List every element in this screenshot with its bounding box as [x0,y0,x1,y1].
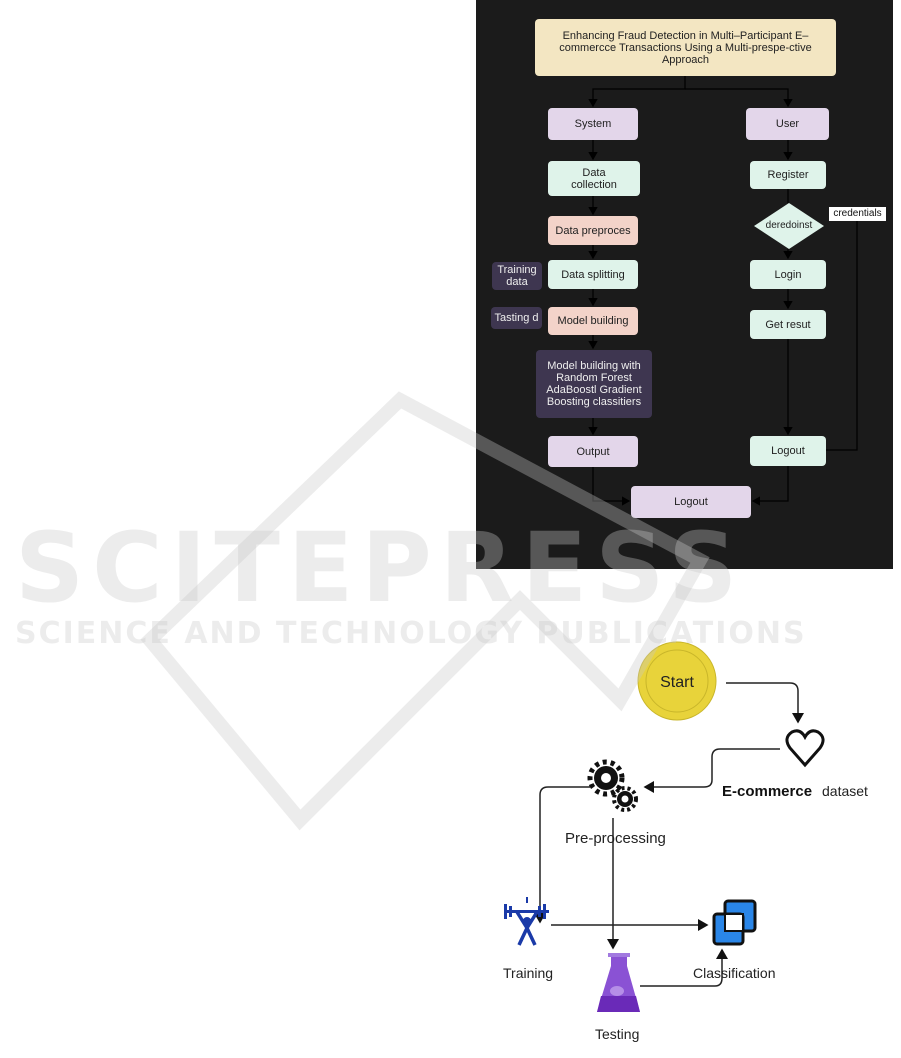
testing-label: Testing [595,1026,639,1042]
data-collection-node: Data collection [548,161,640,196]
start-node: Start [637,641,717,721]
register-node: Register [750,161,826,189]
user-node: User [746,108,829,140]
start-label: Start [660,674,694,691]
training-label: Training [503,965,553,981]
classification-label: Classification [693,965,775,981]
system-node: System [548,108,638,140]
training-data-note: Training data [492,262,542,290]
dataset-bold-label: E-commerce [722,783,812,800]
model-classifiers-node: Model building with Random Forest AdaBoo… [536,350,652,418]
final-logout-node: Logout [631,486,751,518]
flowchart-title: Enhancing Fraud Detection in Multi–Parti… [535,19,836,76]
credentials-label: credentials [829,207,886,221]
classification-icon [712,899,757,946]
decision-label: deredoinst [765,220,813,231]
get-result-node: Get resut [750,310,826,339]
decision-diamond [754,203,824,249]
testing-data-note: Tasting d [491,307,542,329]
weightlifter-icon [504,897,549,946]
login-node: Login [750,260,826,289]
flask-icon [597,953,640,1012]
data-splitting-node: Data splitting [548,260,638,289]
model-building-node: Model building [548,307,638,335]
data-preprocessing-node: Data preproces [548,216,638,245]
output-node: Output [548,436,638,467]
gears-icon [587,759,638,812]
dataset-label: dataset [822,783,868,799]
preprocessing-label: Pre-processing [565,830,666,847]
user-logout-node: Logout [750,436,826,466]
heart-icon [785,729,825,768]
